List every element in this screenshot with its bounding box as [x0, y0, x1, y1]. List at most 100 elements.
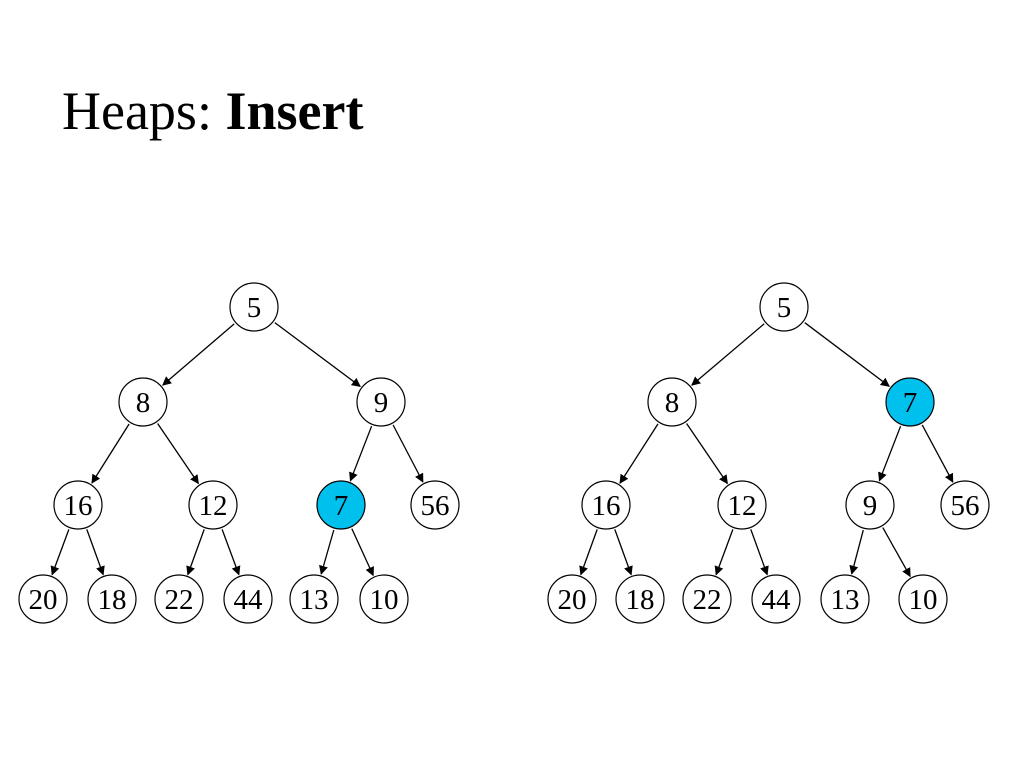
heap-before: 5 8 9 16 12 7 56 20 18 22 44 13 10: [18, 282, 460, 624]
heap-after: 5 8 7 16 12 9 56 20 18 22 44 13 10: [547, 282, 990, 624]
node-circle: [410, 480, 460, 530]
node-label: 20: [29, 584, 58, 616]
node-label: 5: [777, 292, 792, 324]
edge-arrow: [221, 529, 241, 576]
node-label: 44: [234, 584, 264, 616]
edge-arrow: [86, 529, 105, 576]
heap-node-5: 5: [229, 282, 279, 332]
node-circle: [751, 574, 801, 624]
title-plain: Heaps:: [62, 81, 226, 141]
edge-arrow: [274, 322, 361, 387]
heap-node-18: 18: [615, 574, 665, 624]
heap-node-13: 13: [289, 574, 339, 624]
node-label: 10: [909, 584, 938, 616]
heap-node-9: 9: [356, 377, 406, 427]
node-circle: [717, 480, 767, 530]
heap-node-7-highlighted: 7: [885, 377, 935, 427]
node-circle: [759, 282, 809, 332]
edge-arrow: [392, 424, 424, 483]
node-circle: [682, 574, 732, 624]
node-circle: [547, 574, 597, 624]
heap-node-8: 8: [118, 377, 168, 427]
heap-node-56: 56: [940, 480, 990, 530]
node-circle: [154, 574, 204, 624]
heap-node-18: 18: [87, 574, 137, 624]
heap-node-7-highlighted: 7: [316, 480, 366, 530]
node-circle: [940, 480, 990, 530]
edge-arrow: [91, 423, 130, 484]
node-label: 10: [370, 584, 399, 616]
edge-arrow: [157, 423, 199, 485]
node-circle: [118, 377, 168, 427]
edge-arrow: [619, 423, 659, 484]
heap-node-22: 22: [682, 574, 732, 624]
edge-arrow: [614, 529, 633, 576]
node-circle: [18, 574, 68, 624]
node-circle: [87, 574, 137, 624]
edge-arrow: [691, 323, 765, 386]
node-circle: [356, 377, 406, 427]
node-label: 18: [98, 584, 127, 616]
node-label: 16: [64, 490, 93, 522]
node-circle: [229, 282, 279, 332]
node-circle: [581, 480, 631, 530]
heap-node-13: 13: [820, 574, 870, 624]
node-label: 5: [247, 292, 262, 324]
title-bold: Insert: [225, 81, 364, 141]
edge-arrow: [50, 529, 70, 576]
node-circle: [289, 574, 339, 624]
edge-arrow: [804, 322, 890, 387]
node-circle: [845, 480, 895, 530]
slide-title: Heaps: Insert: [62, 80, 363, 142]
heap-node-12: 12: [188, 480, 238, 530]
node-label: 56: [421, 490, 450, 522]
heap-node-10: 10: [898, 574, 948, 624]
heap-node-44: 44: [751, 574, 801, 624]
node-label: 13: [831, 584, 860, 616]
heap-node-12: 12: [717, 480, 767, 530]
heap-node-8: 8: [647, 377, 697, 427]
edge-arrow: [878, 425, 902, 482]
node-label: 9: [863, 490, 878, 522]
node-circle: [359, 574, 409, 624]
node-label: 44: [762, 584, 792, 616]
node-label: 12: [199, 490, 228, 522]
edge-arrow: [162, 323, 235, 386]
heap-node-22: 22: [154, 574, 204, 624]
node-label: 8: [136, 387, 151, 419]
edge-arrow: [849, 529, 864, 575]
node-circle: [188, 480, 238, 530]
heap-node-10: 10: [359, 574, 409, 624]
node-label: 16: [592, 490, 621, 522]
node-circle: [820, 574, 870, 624]
node-circle: [615, 574, 665, 624]
edge-arrow: [579, 529, 598, 576]
node-label: 7: [903, 387, 918, 419]
node-circle: [898, 574, 948, 624]
heap-node-20: 20: [18, 574, 68, 624]
node-circle: [223, 574, 273, 624]
node-label: 13: [300, 584, 329, 616]
edge-arrow: [319, 529, 335, 575]
node-circle: [885, 377, 935, 427]
node-label: 7: [334, 490, 349, 522]
edge-arrow: [921, 424, 954, 483]
heap-node-56: 56: [410, 480, 460, 530]
edge-arrow: [750, 529, 769, 576]
heap-node-44: 44: [223, 574, 273, 624]
edge-arrow: [882, 527, 911, 578]
edge-arrow: [349, 425, 373, 482]
node-label: 20: [558, 584, 587, 616]
node-circle: [316, 480, 366, 530]
node-label: 12: [728, 490, 757, 522]
heap-node-20: 20: [547, 574, 597, 624]
node-label: 22: [693, 584, 722, 616]
heap-node-16: 16: [581, 480, 631, 530]
edge-arrow: [686, 423, 728, 485]
node-circle: [53, 480, 103, 530]
heap-node-16: 16: [53, 480, 103, 530]
node-label: 18: [626, 584, 655, 616]
node-circle: [647, 377, 697, 427]
